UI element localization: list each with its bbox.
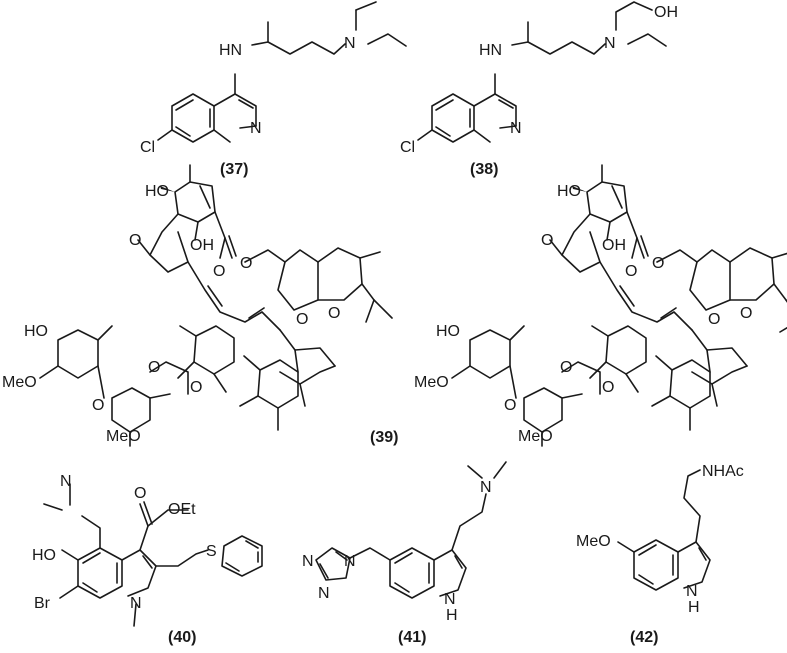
compound-41-triazole-n3-atom: N: [344, 553, 356, 570]
compound-39b-sugar-o1-atom: O: [560, 359, 572, 376]
compound-39b-ester-o-atom: O: [652, 255, 664, 272]
compound-39a-oleandrose-ring: [39, 325, 189, 447]
compound-38-amine-n-atom: N: [604, 35, 616, 52]
compound-40-carbonyl-o-atom: O: [134, 485, 146, 502]
compound-37-nh-atom: HN: [219, 42, 242, 59]
compound-42-label: (42): [630, 629, 658, 646]
compound-39a-ester-o-atom: O: [240, 255, 252, 272]
compound-39a-ketal-o1-atom: O: [296, 311, 308, 328]
compound-39b-meo1-atom: MeO: [414, 374, 449, 391]
compound-39a-meo2-atom: MeO: [106, 428, 141, 445]
compound-37-cl-atom: Cl: [140, 139, 155, 156]
compound-39b-ketal-o2-atom: O: [740, 305, 752, 322]
compound-38-cl-atom: Cl: [400, 139, 415, 156]
compound-40-oet-atom: OEt: [168, 501, 196, 518]
compound-40-nme2-n-atom: N: [60, 473, 72, 490]
compound-39b-carbonyl-o-atom: O: [625, 263, 637, 280]
compound-39b-oh-atom: OH: [602, 237, 626, 254]
compound-39a-ho-atom: HO: [145, 183, 169, 200]
compound-42-structure: [617, 469, 711, 591]
compound-42-indole-h-atom: H: [688, 599, 700, 616]
compound-41-indole-h-atom: H: [446, 607, 458, 624]
compound-38-nh-atom: HN: [479, 42, 502, 59]
compound-39a-meo1-atom: MeO: [2, 374, 37, 391]
compound-40-indole-n-atom: N: [130, 595, 142, 612]
compound-39b-sugar-ho-atom: HO: [436, 323, 460, 340]
compound-37-label: (37): [220, 161, 248, 178]
compound-39a-oh-atom: OH: [190, 237, 214, 254]
compound-39-structure-a: [137, 164, 393, 431]
compound-37-ring-n-atom: N: [250, 120, 262, 137]
compound-40-s-atom: S: [206, 543, 217, 560]
compound-41-triazole-n2-atom: N: [318, 585, 330, 602]
compound-39b-ho-atom: HO: [557, 183, 581, 200]
compound-37-structure: [157, 1, 407, 143]
compound-40-label: (40): [168, 629, 196, 646]
compound-39b-furan-o-atom: O: [541, 232, 553, 249]
compound-42-nhac-atom: NHAc: [702, 463, 744, 480]
compound-39a-ketal-o2-atom: O: [328, 305, 340, 322]
compound-38-ring-n-atom: N: [510, 120, 522, 137]
compound-39a-furan-o-atom: O: [129, 232, 141, 249]
compound-39a-glyco-o2-atom: O: [190, 379, 202, 396]
compound-41-triazole-n1-atom: N: [302, 553, 314, 570]
compound-39b-glyco-o2-atom: O: [602, 379, 614, 396]
compound-39a-sugar-ho-atom: HO: [24, 323, 48, 340]
compound-40-br-atom: Br: [34, 595, 51, 612]
compound-38-label: (38): [470, 161, 498, 178]
compound-39a-glyco-o1-atom: O: [92, 397, 104, 414]
compound-39a-carbonyl-o-atom: O: [213, 263, 225, 280]
compound-39b-ketal-o1-atom: O: [708, 311, 720, 328]
compound-38-structure: [417, 1, 667, 143]
compound-41-label: (41): [398, 629, 426, 646]
compound-41-nme2-n-atom: N: [480, 479, 492, 496]
compound-41-structure: [315, 461, 507, 599]
compound-40-structure: [43, 483, 263, 627]
compound-39-structure-b: [451, 164, 787, 447]
compound-39-label: (39): [370, 429, 398, 446]
compound-37-amine-n-atom: N: [344, 35, 356, 52]
compound-39b-glyco-o1-atom: O: [504, 397, 516, 414]
compound-42-meo-atom: MeO: [576, 533, 611, 550]
compound-40-ho-atom: HO: [32, 547, 56, 564]
compound-42-indole-n-atom: N: [686, 583, 698, 600]
compound-41-indole-n-atom: N: [444, 591, 456, 608]
compound-39b-meo2-atom: MeO: [518, 428, 553, 445]
compound-38-oh-atom: OH: [654, 4, 678, 21]
